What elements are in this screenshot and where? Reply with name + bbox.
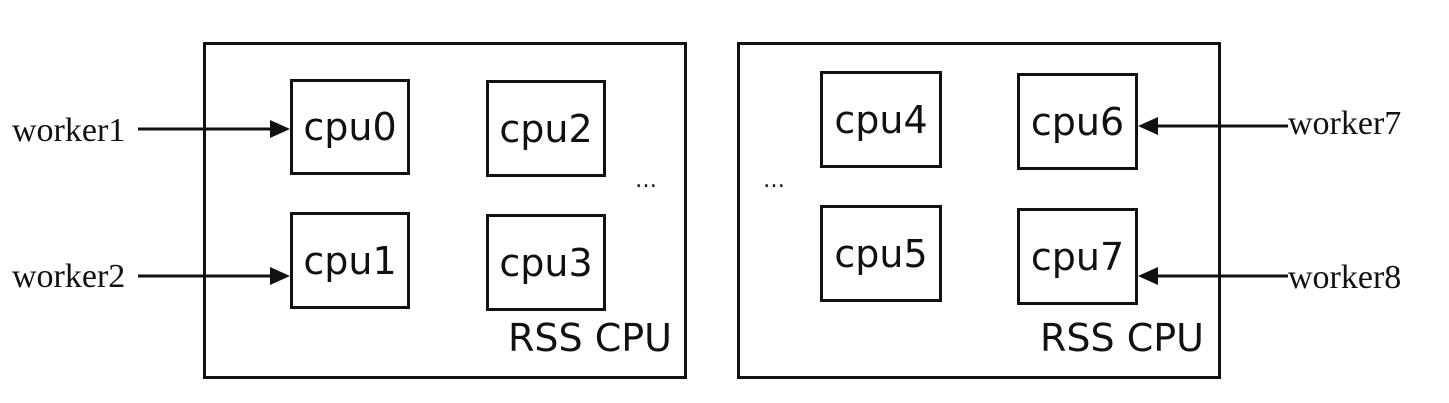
worker-label-worker2: worker2	[12, 258, 126, 295]
arrow-worker7-to-cpu6	[1138, 117, 1288, 135]
worker-label-worker1: worker1	[12, 112, 126, 149]
cpu-box-cpu1: cpu1	[290, 212, 410, 309]
ellipsis-right: …	[763, 168, 787, 193]
cpu-box-cpu0: cpu0	[290, 79, 410, 175]
rss-cpu-group-right	[737, 42, 1221, 379]
arrow-worker2-to-cpu1	[138, 267, 290, 285]
cpu-box-cpu4: cpu4	[820, 71, 942, 168]
cpu-box-cpu3: cpu3	[486, 214, 606, 311]
cpu-box-cpu2: cpu2	[486, 80, 606, 177]
cpu-box-cpu7: cpu7	[1017, 208, 1138, 305]
arrow-worker8-to-cpu7	[1138, 267, 1288, 285]
cpu-box-cpu6: cpu6	[1017, 73, 1138, 170]
rss-cpu-label-left: RSS CPU	[508, 316, 672, 360]
rss-cpu-label-right: RSS CPU	[1040, 316, 1204, 360]
rss-cpu-group-left	[203, 42, 687, 379]
worker-label-worker8: worker8	[1288, 259, 1402, 296]
arrow-worker1-to-cpu0	[138, 120, 290, 138]
cpu-box-cpu5: cpu5	[820, 205, 942, 302]
ellipsis-left: …	[635, 168, 659, 193]
worker-label-worker7: worker7	[1288, 105, 1402, 142]
